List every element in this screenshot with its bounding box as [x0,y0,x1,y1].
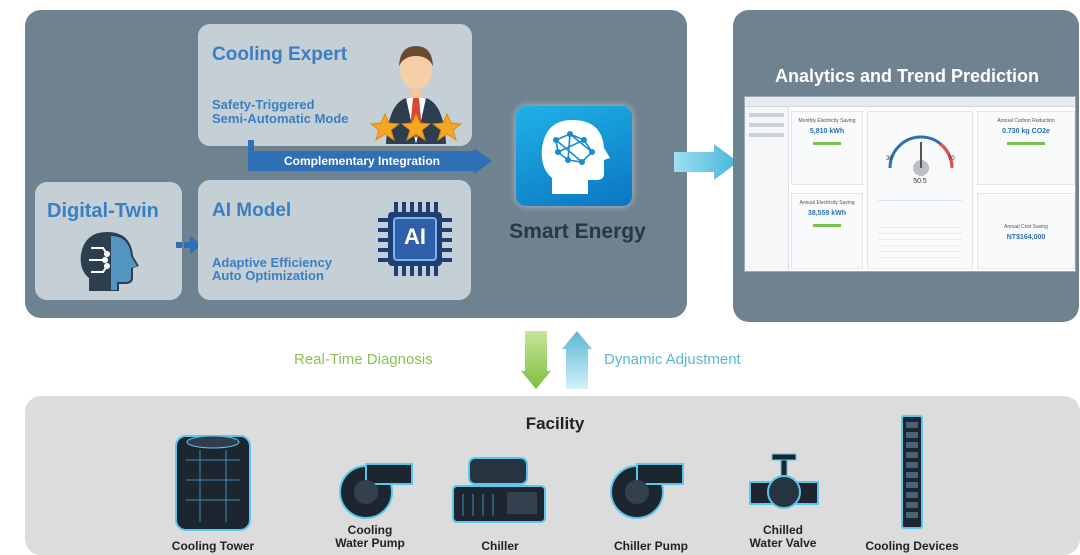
ai-model-card: AI Model Adaptive Efficiency Auto Optimi… [198,180,471,300]
integration-band: Complementary Integration [248,151,476,171]
integration-arrow-icon [474,148,492,174]
cooling-expert-card: Cooling Expert Safety-Triggered Semi-Aut… [198,24,472,146]
device-label-cooling-tower: Cooling Tower [171,539,255,553]
facility-title: Facility [525,414,585,433]
tile-bar [813,224,841,227]
smart-energy-tile [516,106,632,206]
cooling-expert-subtitle-1: Safety-Triggered [212,97,315,112]
gauge-divider [878,200,962,201]
chiller-icon [452,457,546,523]
tile-value: 5,810 kWh [809,128,845,135]
dashboard-tile-carbon: Annual Carbon Reduction 0.730 kg CO2e [977,111,1075,185]
cooling-tower-icon [175,435,251,531]
device-label-chiller-pump: Chiller Pump [613,539,688,553]
dashboard-toolbar [745,97,1075,107]
cooling-devices-icon [901,415,923,529]
pump-icon [339,463,413,519]
dashboard-sidebar [745,107,789,271]
cooling-expert-subtitle-2: Semi-Automatic Mode [212,111,349,126]
down-arrow-icon [521,331,551,389]
twin-to-ai-arrow-icon [176,236,202,254]
gauge-left-label: 30 [886,156,893,162]
device-label-chilled-water-valve-1: Chilled [762,523,803,537]
analytics-title: Analytics and Trend Prediction [774,66,1040,86]
dashboard-gauge-panel: 30 70 50.5 [867,111,973,269]
valve-icon [749,453,819,509]
gauge-value: 50.5 [913,178,927,185]
gauge-icon [888,135,954,176]
device-label-chiller: Chiller [481,539,519,553]
dashboard-tile-monthly: Monthly Electricity Saving 5,810 kWh [791,111,863,185]
ai-model-subtitle-2: Auto Optimization [212,268,324,283]
integration-bracket [248,140,254,156]
brain-network-icon [541,120,610,194]
to-analytics-arrow-icon [674,144,738,180]
tile-value: 38,559 kWh [807,210,847,217]
device-label-cooling-water-pump-2: Water Pump [335,536,405,550]
gauge-table [878,222,962,258]
dynamic-adjustment-label: Dynamic Adjustment [604,351,741,368]
smart-energy-label: Smart Energy [509,220,646,243]
tile-bar [813,142,841,145]
ai-model-title: AI Model [212,200,292,221]
cooling-expert-title: Cooling Expert [212,44,348,65]
device-label-chilled-water-valve-2: Water Valve [749,536,817,550]
ai-chip-icon [378,202,452,276]
dashboard-tile-annual-electricity: Annual Electricity Saving 38,559 kWh [791,193,863,269]
tile-label: Monthly Electricity Saving [798,118,856,124]
pump-icon [610,463,684,519]
gauge-right-label: 70 [948,156,955,162]
real-time-diagnosis-label: Real-Time Diagnosis [294,351,433,368]
tile-value: 0.730 kg CO2e [1002,128,1050,135]
tile-bar [1006,142,1046,145]
tile-label: Annual Cost Saving [1004,224,1048,230]
ai-chip-label: AI [404,224,426,249]
digital-twin-title: Digital-Twin [47,200,159,222]
tile-value: NT$164,000 [1006,234,1046,241]
digital-head-icon [80,232,139,291]
dashboard-screenshot: Monthly Electricity Saving 5,810 kWh Ann… [744,96,1076,272]
device-label-cooling-water-pump-1: Cooling [347,523,393,537]
up-arrow-icon [562,331,592,389]
digital-twin-card: Digital-Twin [35,182,182,300]
dashboard-tile-cost: Annual Cost Saving NT$164,000 [977,193,1075,269]
tile-label: Annual Carbon Reduction [997,118,1055,124]
device-label-cooling-devices: Cooling Devices [865,539,959,553]
rating-stars-icon [370,112,462,142]
ai-model-subtitle-1: Adaptive Efficiency [212,255,332,270]
tile-label: Annual Electricity Saving [799,200,855,206]
